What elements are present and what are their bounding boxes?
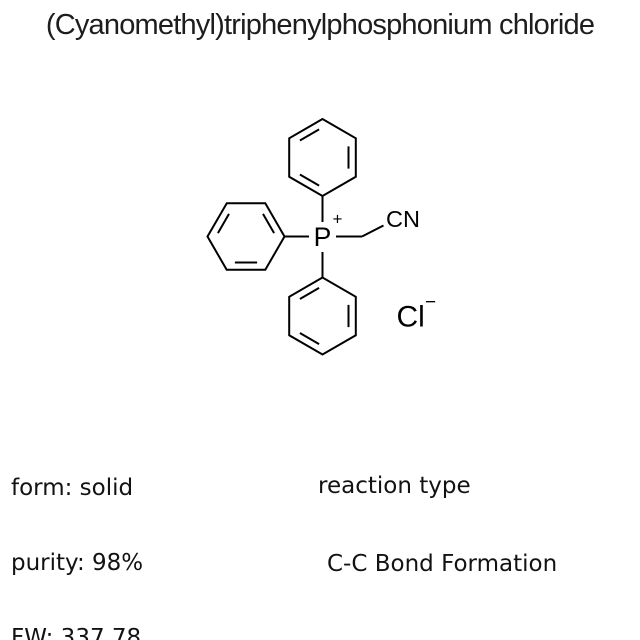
fw-line: FW: 337.78	[11, 625, 142, 640]
compound-name: (Cyanomethyl)triphenylphosphonium chlori…	[45, 9, 595, 41]
chloride-label: Cl	[397, 301, 425, 334]
bond-lines	[284, 196, 384, 278]
bond-ch2-cn	[361, 224, 384, 238]
purity-line: purity: 98%	[11, 550, 144, 576]
plus-charge-label: +	[333, 210, 343, 229]
form-line: form: solid	[11, 475, 134, 501]
reaction-type-block: reaction type C-C Bond Formation	[318, 421, 557, 629]
minus-charge-label: −	[425, 292, 436, 313]
phenyl-rings	[206, 117, 357, 356]
nitrile-label: CN	[386, 206, 420, 232]
product-properties: form: solid purity: 98% FW: 337.78	[11, 426, 143, 640]
phosphorus-label: P	[314, 222, 332, 252]
reaction-type-heading: reaction type	[318, 473, 471, 499]
reaction-type-value: C-C Bond Formation	[327, 551, 558, 577]
